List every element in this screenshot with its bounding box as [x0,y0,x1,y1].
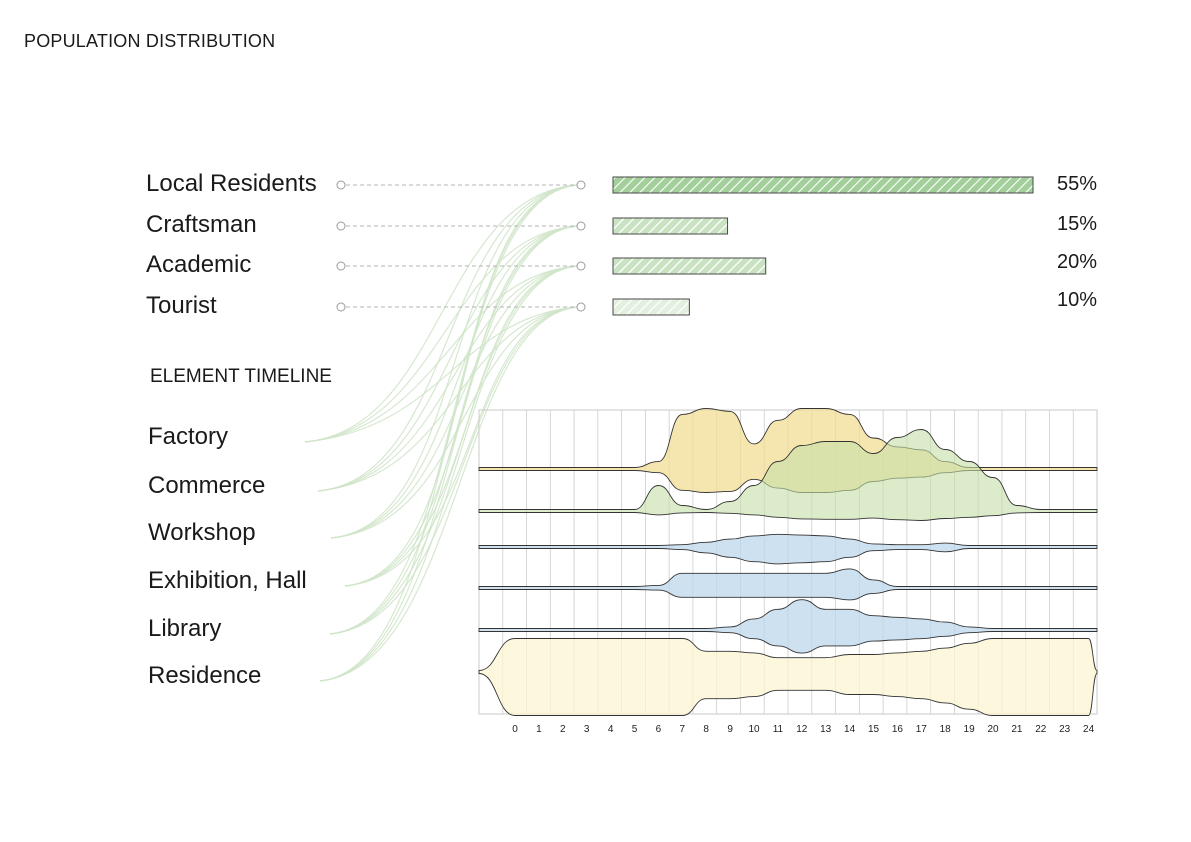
value-label: 10% [1057,289,1098,311]
element-label: Commerce [148,472,266,499]
x-tick-label: 14 [844,724,856,735]
x-tick-label: 1 [536,724,542,735]
leader-start-dot [336,180,346,190]
leader-end-dot [576,180,586,190]
connector-curve [330,265,579,539]
connector-curve [317,225,579,492]
stream-workshop [478,533,1098,565]
connector-curve [319,265,579,682]
connector-curve [329,265,579,635]
connector-curve [304,184,579,443]
timeline-streams [478,408,1098,716]
x-tick-label: 3 [584,724,590,735]
connector-curve [330,306,579,539]
x-tick-label: 12 [796,724,808,735]
x-tick-label: 13 [820,724,832,735]
connector-curve [330,184,579,539]
leader-start-dot [336,261,346,271]
connector-curve [319,225,579,682]
connector-curve [319,184,579,682]
category-label: Local Residents [146,170,317,197]
x-tick-label: 10 [748,724,760,735]
x-tick-label: 22 [1035,724,1047,735]
connector-curve [344,225,579,587]
x-tick-label: 0 [512,724,518,735]
x-tick-label: 4 [608,724,614,735]
element-label: Residence [148,662,262,689]
stream-residence [478,638,1098,716]
x-tick-label: 15 [868,724,880,735]
value-label: 15% [1057,213,1098,235]
element-label: Workshop [148,519,256,546]
x-tick-label: 21 [1011,724,1023,735]
x-tick-label: 17 [916,724,928,735]
connector-curve [317,265,579,492]
connector-curve [329,306,579,635]
x-tick-label: 24 [1083,724,1095,735]
category-label: Academic [146,251,252,278]
population-bar [612,217,729,235]
x-tick-label: 16 [892,724,904,735]
x-tick-label: 2 [560,724,566,735]
stream-exhibition-hall [478,568,1098,601]
leader-end-dot [576,221,586,231]
x-tick-label: 23 [1059,724,1071,735]
x-tick-label: 19 [964,724,976,735]
connector-curve [329,225,579,635]
connector-curve [304,265,579,443]
element-label: Factory [148,423,229,450]
x-tick-label: 9 [727,724,733,735]
category-label: Craftsman [146,211,257,238]
leader-start-dot [336,302,346,312]
element-label: Library [148,615,222,642]
element-label: Exhibition, Hall [148,567,307,594]
x-tick-label: 11 [773,724,784,735]
x-tick-label: 18 [940,724,952,735]
population-bar [612,176,1034,194]
timeline-title: ELEMENT TIMELINE [150,366,332,387]
connector-curve [344,306,579,587]
page-title: POPULATION DISTRIBUTION [24,31,276,51]
connector-curve [329,184,579,635]
connector-curve [304,225,579,443]
population-bar [612,298,690,316]
connector-curve [317,184,579,492]
x-tick-label: 5 [632,724,638,735]
population-bars [336,176,1034,316]
category-label: Tourist [146,292,217,319]
value-label: 20% [1057,251,1098,273]
connector-curve [319,306,579,682]
connector-curve [317,306,579,492]
leader-start-dot [336,221,346,231]
x-tick-label: 6 [656,724,662,735]
population-bar [612,257,767,275]
x-tick-label: 8 [703,724,709,735]
x-tick-label: 7 [680,724,686,735]
connector-curve [304,306,579,443]
leader-end-dot [576,302,586,312]
stream-commerce [478,429,1098,521]
leader-end-dot [576,261,586,271]
x-tick-label: 20 [987,724,999,735]
connector-curves [304,184,579,682]
value-label: 55% [1057,173,1098,195]
connector-curve [330,225,579,539]
stream-library [478,599,1098,654]
